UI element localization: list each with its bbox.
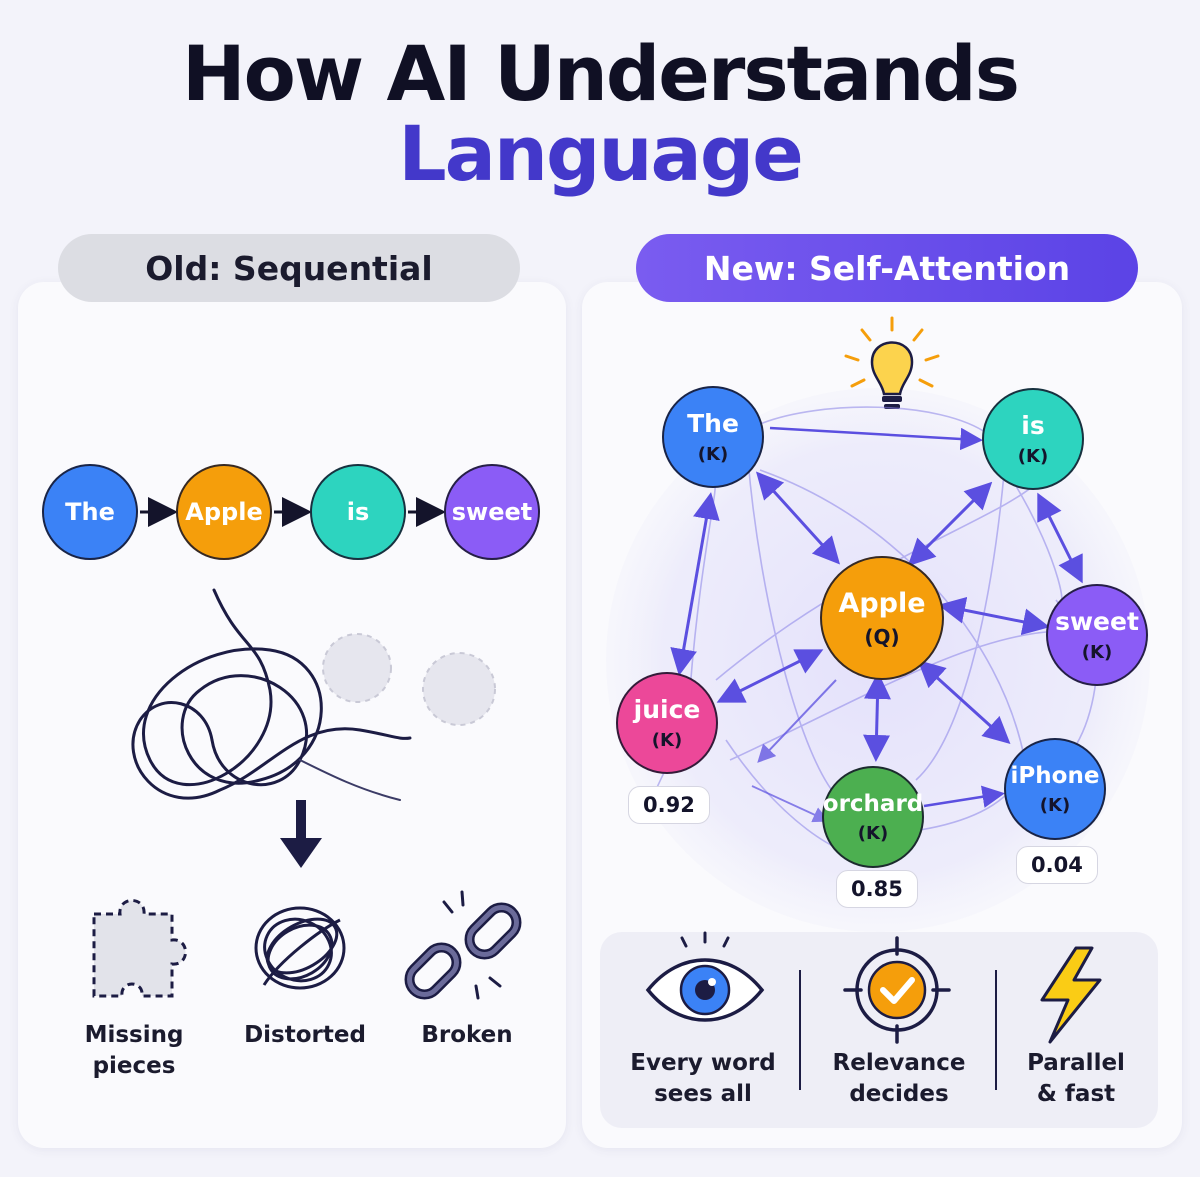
- missing-token-circle-1: [322, 633, 392, 703]
- key-word: sweet: [1055, 607, 1139, 636]
- seq-token-sweet: sweet: [444, 464, 540, 560]
- query-node-apple: Apple (Q): [820, 556, 944, 680]
- query-role: (Q): [864, 624, 900, 649]
- broken-link-icon: [404, 890, 522, 1000]
- down-arrow-icon: [280, 800, 322, 868]
- key-word: orchard: [822, 790, 924, 817]
- seq-token-is: is: [310, 464, 406, 560]
- benefit-label-relevance: Relevance decides: [832, 1050, 966, 1108]
- benefit-label-every-word: Every word sees all: [630, 1050, 776, 1108]
- query-word: Apple: [838, 587, 926, 619]
- title-line-2: Language: [398, 109, 804, 198]
- key-node-iphone: iPhone (K): [1004, 738, 1106, 840]
- arrow-the-is: [769, 426, 983, 451]
- arrow-sweet-apple: [938, 596, 1050, 636]
- key-node-orchard: orchard (K): [822, 766, 924, 868]
- arrow-is-sweet: [1037, 492, 1083, 584]
- problem-label-broken: Broken: [421, 1022, 513, 1048]
- benefit-label-parallel: Parallel & fast: [1027, 1050, 1125, 1108]
- key-node-the: The (K): [662, 386, 764, 488]
- key-role: (K): [1039, 794, 1071, 816]
- key-role: (K): [697, 444, 729, 465]
- key-role: (K): [1081, 642, 1113, 663]
- missing-token-circle-2: [422, 652, 496, 726]
- seq-token-the: The: [42, 464, 138, 560]
- puzzle-piece-icon: [92, 899, 187, 998]
- score-juice: 0.92: [628, 786, 710, 824]
- arrow-is-apple: [907, 481, 993, 567]
- old-sequential-label: Old: Sequential: [58, 234, 520, 302]
- score-orchard: 0.85: [836, 870, 918, 908]
- seq-token-apple: Apple: [176, 464, 272, 560]
- attention-arrows: [670, 471, 1083, 762]
- scribble-icon: [254, 906, 346, 990]
- key-role: (K): [1017, 446, 1049, 467]
- arrow-apple-juice-lower: [757, 679, 837, 763]
- tangled-lines-graphic: [131, 588, 412, 801]
- key-node-sweet: sweet (K): [1046, 584, 1148, 686]
- arrow-orchard-iphone: [923, 785, 1005, 808]
- problem-label-distorted: Distorted: [244, 1022, 366, 1048]
- key-node-is: is (K): [982, 388, 1084, 490]
- key-role: (K): [651, 730, 683, 751]
- lightbulb-icon: [844, 316, 940, 409]
- key-word: iPhone: [1010, 762, 1100, 789]
- arrow-orchard-apple: [863, 672, 891, 762]
- key-role: (K): [857, 822, 889, 844]
- title-line-1: How AI Understands: [182, 29, 1020, 118]
- key-word: juice: [633, 695, 701, 724]
- arrow-iphone-apple: [917, 659, 1011, 745]
- arrow-the-apple: [755, 471, 841, 565]
- key-word: The: [687, 409, 739, 438]
- problem-label-missing: Missing pieces: [84, 1022, 184, 1080]
- key-word: is: [1021, 411, 1045, 440]
- one-way-arrows: [751, 426, 1005, 823]
- arrow-juice-apple: [716, 649, 824, 703]
- arrow-the-juice: [670, 492, 720, 676]
- key-node-juice: juice (K): [616, 672, 718, 774]
- self-attention-label: New: Self-Attention: [636, 234, 1138, 302]
- score-iphone: 0.04: [1016, 846, 1098, 884]
- arrow-juice-orchard: [751, 785, 830, 823]
